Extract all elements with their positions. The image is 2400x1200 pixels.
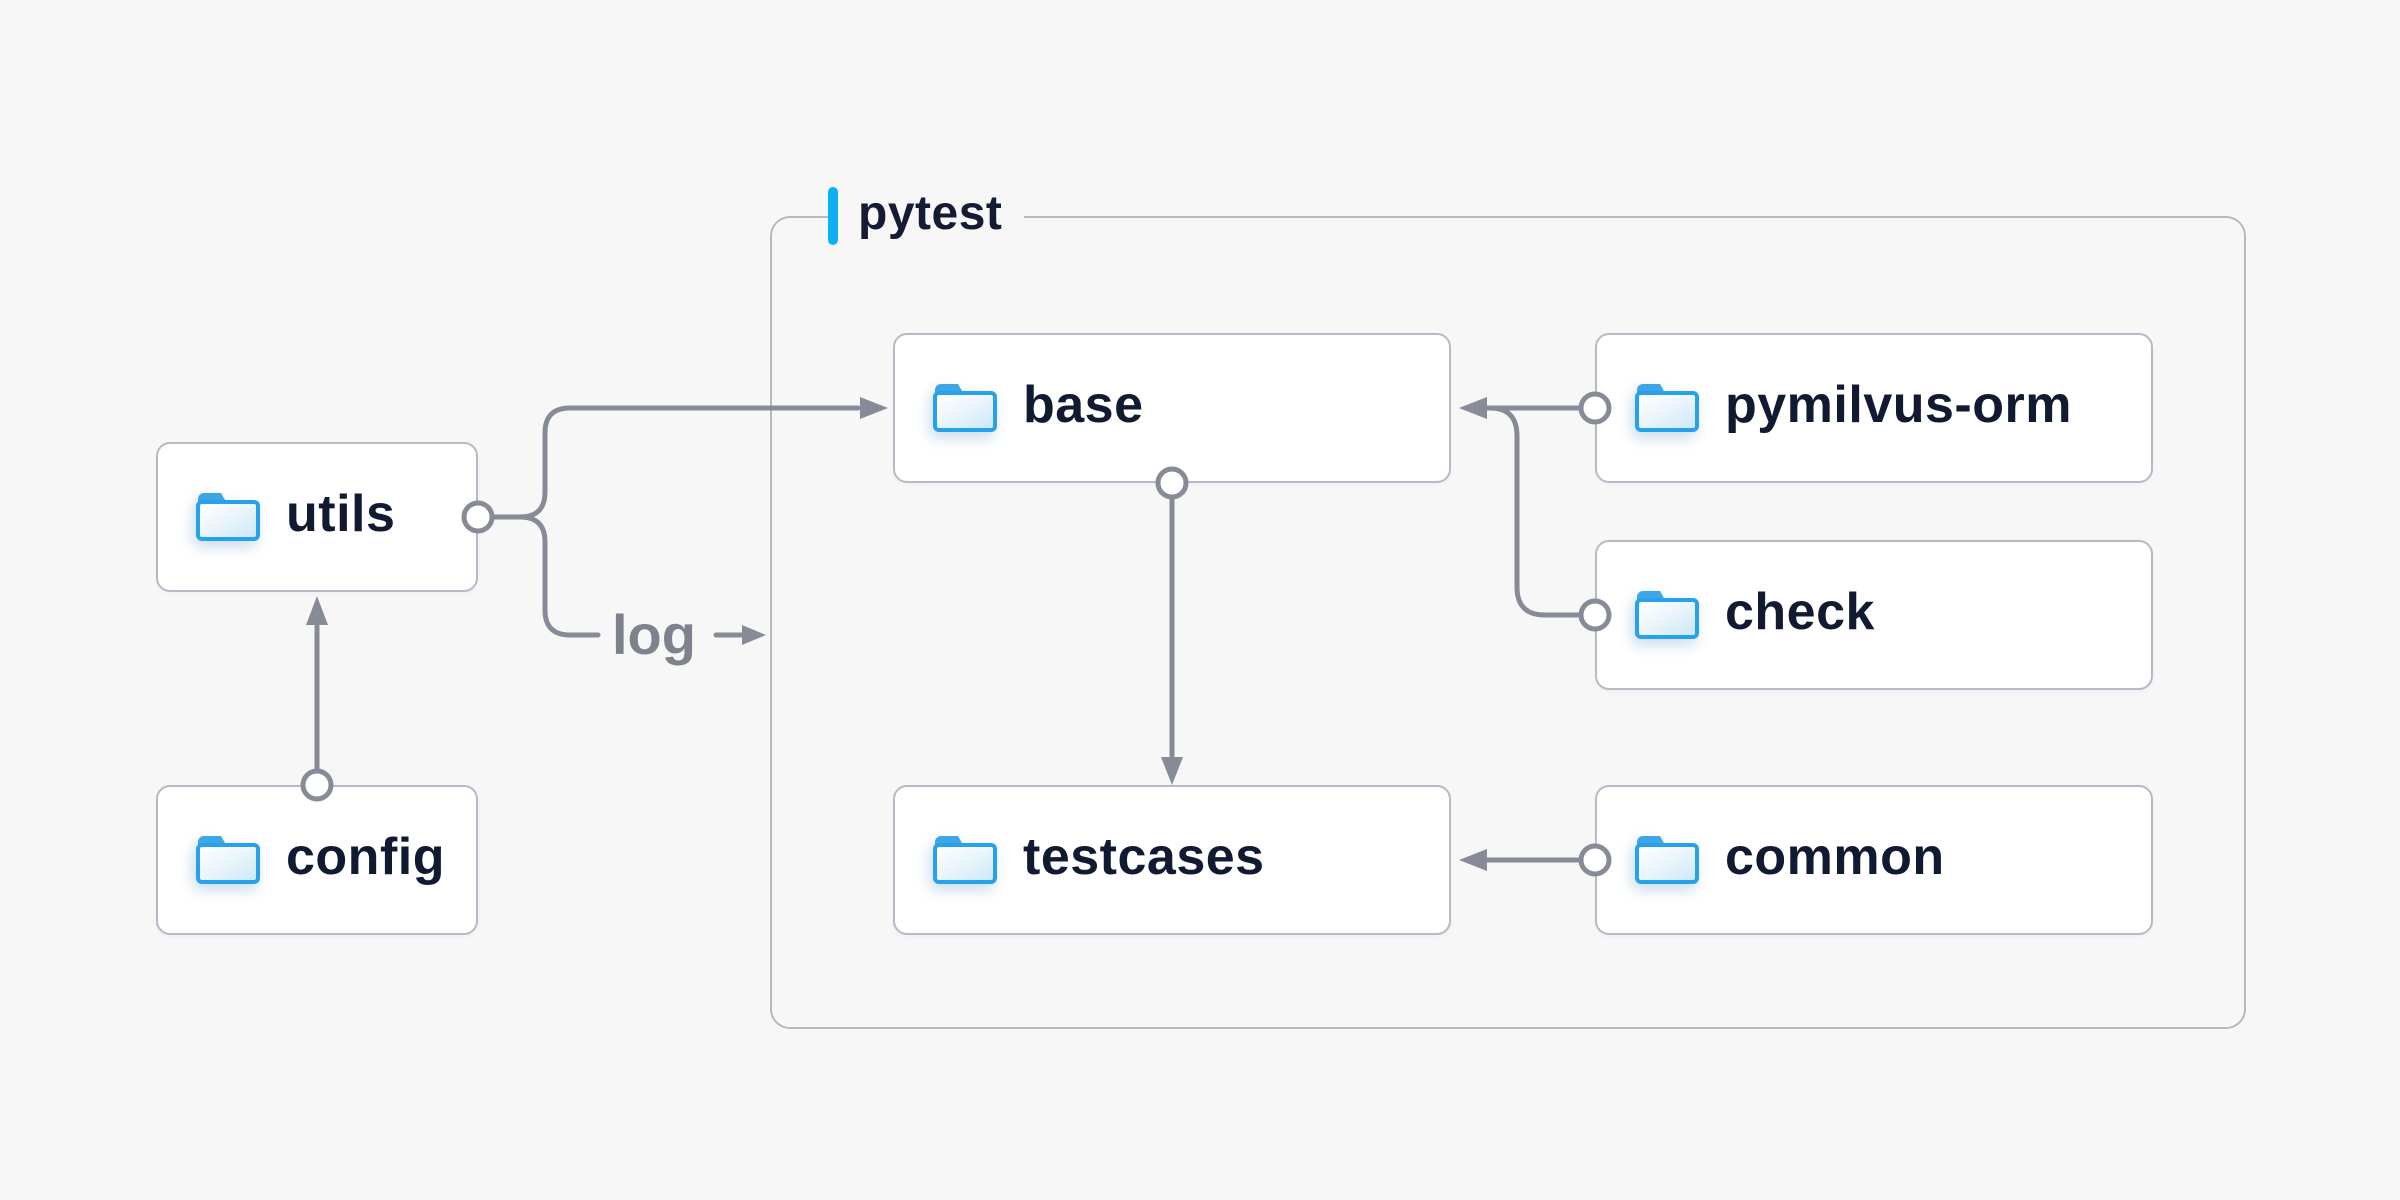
node-config: config [156, 785, 478, 935]
node-label: common [1725, 828, 1945, 886]
folder-icon [933, 384, 997, 432]
node-base: base [893, 333, 1451, 483]
node-label: pymilvus-orm [1725, 376, 2072, 434]
accent-bar [828, 187, 838, 245]
node-check: check [1595, 540, 2153, 690]
folder-icon [196, 493, 260, 541]
node-utils: utils [156, 442, 478, 592]
folder-icon [1635, 836, 1699, 884]
pytest-group-label-text: pytest [858, 187, 1003, 240]
node-common: common [1595, 785, 2153, 935]
edge-label-log: log [612, 603, 696, 666]
folder-icon [1635, 384, 1699, 432]
pytest-group-label: pytest [828, 186, 1025, 246]
node-label: utils [286, 485, 396, 543]
node-pymilvus-orm: pymilvus-orm [1595, 333, 2153, 483]
edge-config-utils [300, 596, 334, 802]
node-label: testcases [1023, 828, 1265, 886]
log-arrow-icon [742, 625, 766, 645]
folder-icon [1635, 591, 1699, 639]
folder-icon [196, 836, 260, 884]
node-label: base [1023, 376, 1144, 434]
pytest-group-box [770, 216, 2246, 1029]
node-testcases: testcases [893, 785, 1451, 935]
node-label: config [286, 828, 445, 886]
node-label: check [1725, 583, 1875, 641]
folder-icon [933, 836, 997, 884]
